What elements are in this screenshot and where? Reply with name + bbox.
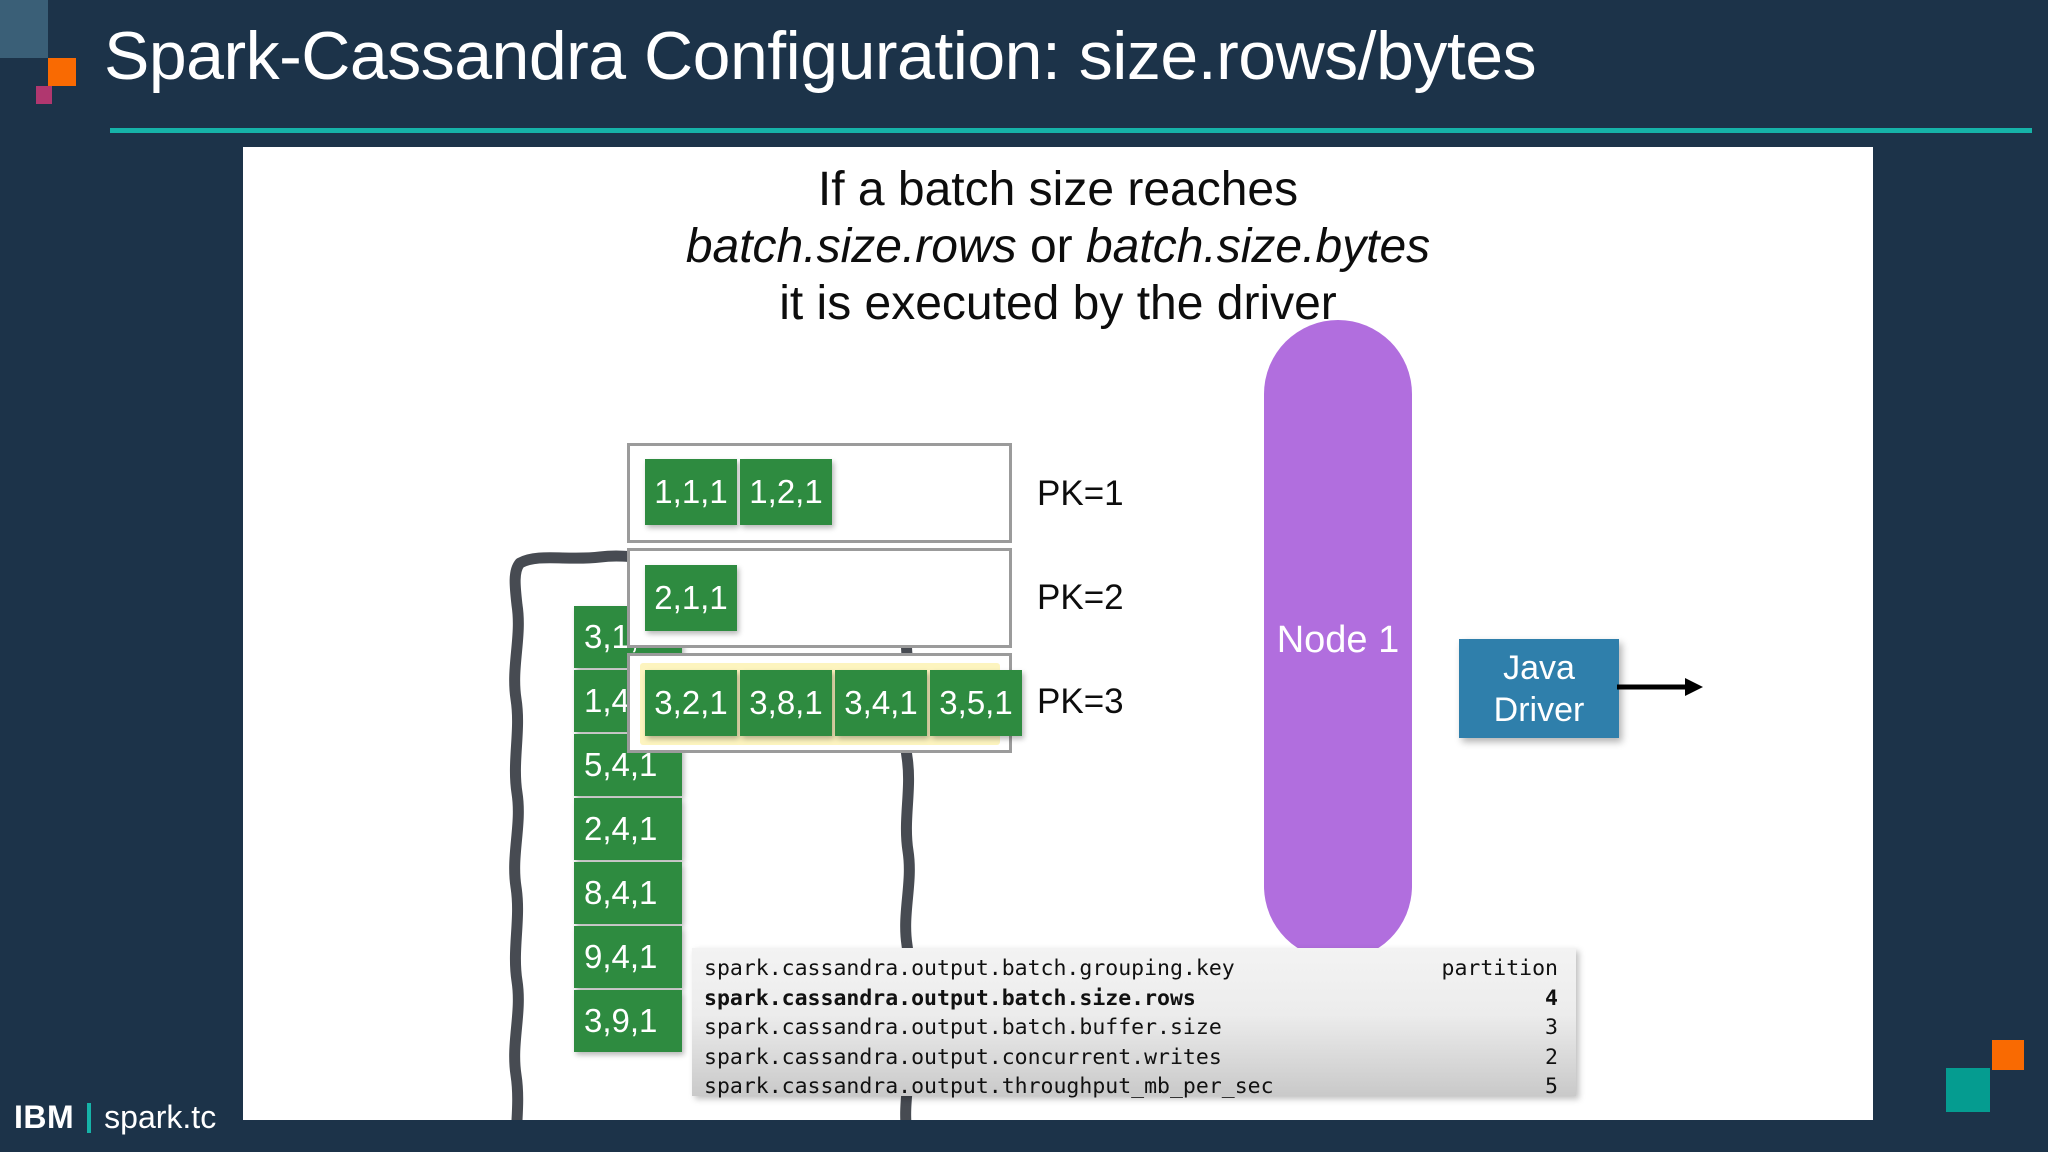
content-panel: If a batch size reaches batch.size.rows … xyxy=(243,147,1873,1120)
config-key: spark.cassandra.output.batch.size.rows xyxy=(704,985,1196,1011)
pk-cell: 3,2,1 xyxy=(645,670,737,736)
config-value: partition xyxy=(1441,956,1559,981)
footer: IBM spark.tc xyxy=(14,1099,216,1136)
pk-cell: 3,8,1 xyxy=(740,670,832,736)
config-key: spark.cassandra.output.concurrent.writes xyxy=(704,1044,1222,1070)
list-item: 8,4,1 xyxy=(574,862,682,924)
list-item: 3,9,1 xyxy=(574,990,682,1052)
config-row: spark.cassandra.output.throughput_mb_per… xyxy=(704,1072,1566,1102)
java-driver-box: Java Driver xyxy=(1459,639,1619,738)
pk-label: PK=1 xyxy=(1037,474,1124,513)
decoration-orange-square-bottom xyxy=(1992,1040,2024,1070)
pk-cell: 2,1,1 xyxy=(645,565,737,631)
headline-line-3: it is executed by the driver xyxy=(779,277,1337,330)
decoration-orange-square xyxy=(48,58,76,86)
java-driver-line-2: Driver xyxy=(1493,690,1585,729)
cassandra-node-label: Node 1 xyxy=(1276,618,1400,661)
page-title: Spark-Cassandra Configuration: size.rows… xyxy=(104,18,1537,94)
config-row: spark.cassandra.output.concurrent.writes… xyxy=(704,1043,1566,1073)
footer-brand: IBM xyxy=(14,1099,75,1135)
pk-cell: 1,2,1 xyxy=(740,459,832,525)
config-value: 5 xyxy=(1545,1074,1558,1099)
pk-label: PK=3 xyxy=(1037,682,1124,721)
headline-param-rows: batch.size.rows xyxy=(685,220,1017,273)
config-key: spark.cassandra.output.batch.grouping.ke… xyxy=(704,956,1235,981)
pk-cell: 3,5,1 xyxy=(930,670,1022,736)
config-value: 4 xyxy=(1545,985,1558,1011)
config-row: spark.cassandra.output.batch.grouping.ke… xyxy=(704,954,1566,984)
decoration-magenta-square xyxy=(36,86,52,104)
config-row: spark.cassandra.output.batch.size.rows 4 xyxy=(704,984,1566,1014)
headline-conjunction: or xyxy=(1016,220,1086,273)
config-key: spark.cassandra.output.batch.buffer.size xyxy=(704,1015,1222,1040)
list-item: 2,4,1 xyxy=(574,798,682,860)
pk-label: PK=2 xyxy=(1037,578,1124,617)
title-underline-rule xyxy=(110,128,2032,133)
config-block: spark.cassandra.output.batch.grouping.ke… xyxy=(692,948,1576,1099)
pk-group-box-2 xyxy=(627,548,1012,648)
decoration-teal-square-bottom xyxy=(1946,1068,1990,1112)
footer-site: spark.tc xyxy=(104,1099,217,1135)
arrow-icon xyxy=(1617,675,1703,699)
headline-param-bytes: batch.size.bytes xyxy=(1085,220,1431,273)
config-value: 2 xyxy=(1545,1044,1558,1070)
config-row: spark.cassandra.output.batch.buffer.size… xyxy=(704,1013,1566,1043)
footer-separator xyxy=(87,1102,92,1133)
java-driver-line-1: Java xyxy=(1503,648,1575,687)
config-value: 3 xyxy=(1545,1015,1558,1040)
cassandra-node-shape: Node 1 xyxy=(1264,320,1412,960)
list-item: 9,4,1 xyxy=(574,926,682,988)
decoration-blue-square xyxy=(0,0,48,58)
headline-text: If a batch size reaches batch.size.rows … xyxy=(243,161,1873,332)
headline-line-2: batch.size.rows or batch.size.bytes xyxy=(243,218,1873,275)
config-key: spark.cassandra.output.throughput_mb_per… xyxy=(704,1074,1274,1099)
headline-line-1: If a batch size reaches xyxy=(817,163,1299,216)
pk-cell: 3,4,1 xyxy=(835,670,927,736)
pk-cell: 1,1,1 xyxy=(645,459,737,525)
